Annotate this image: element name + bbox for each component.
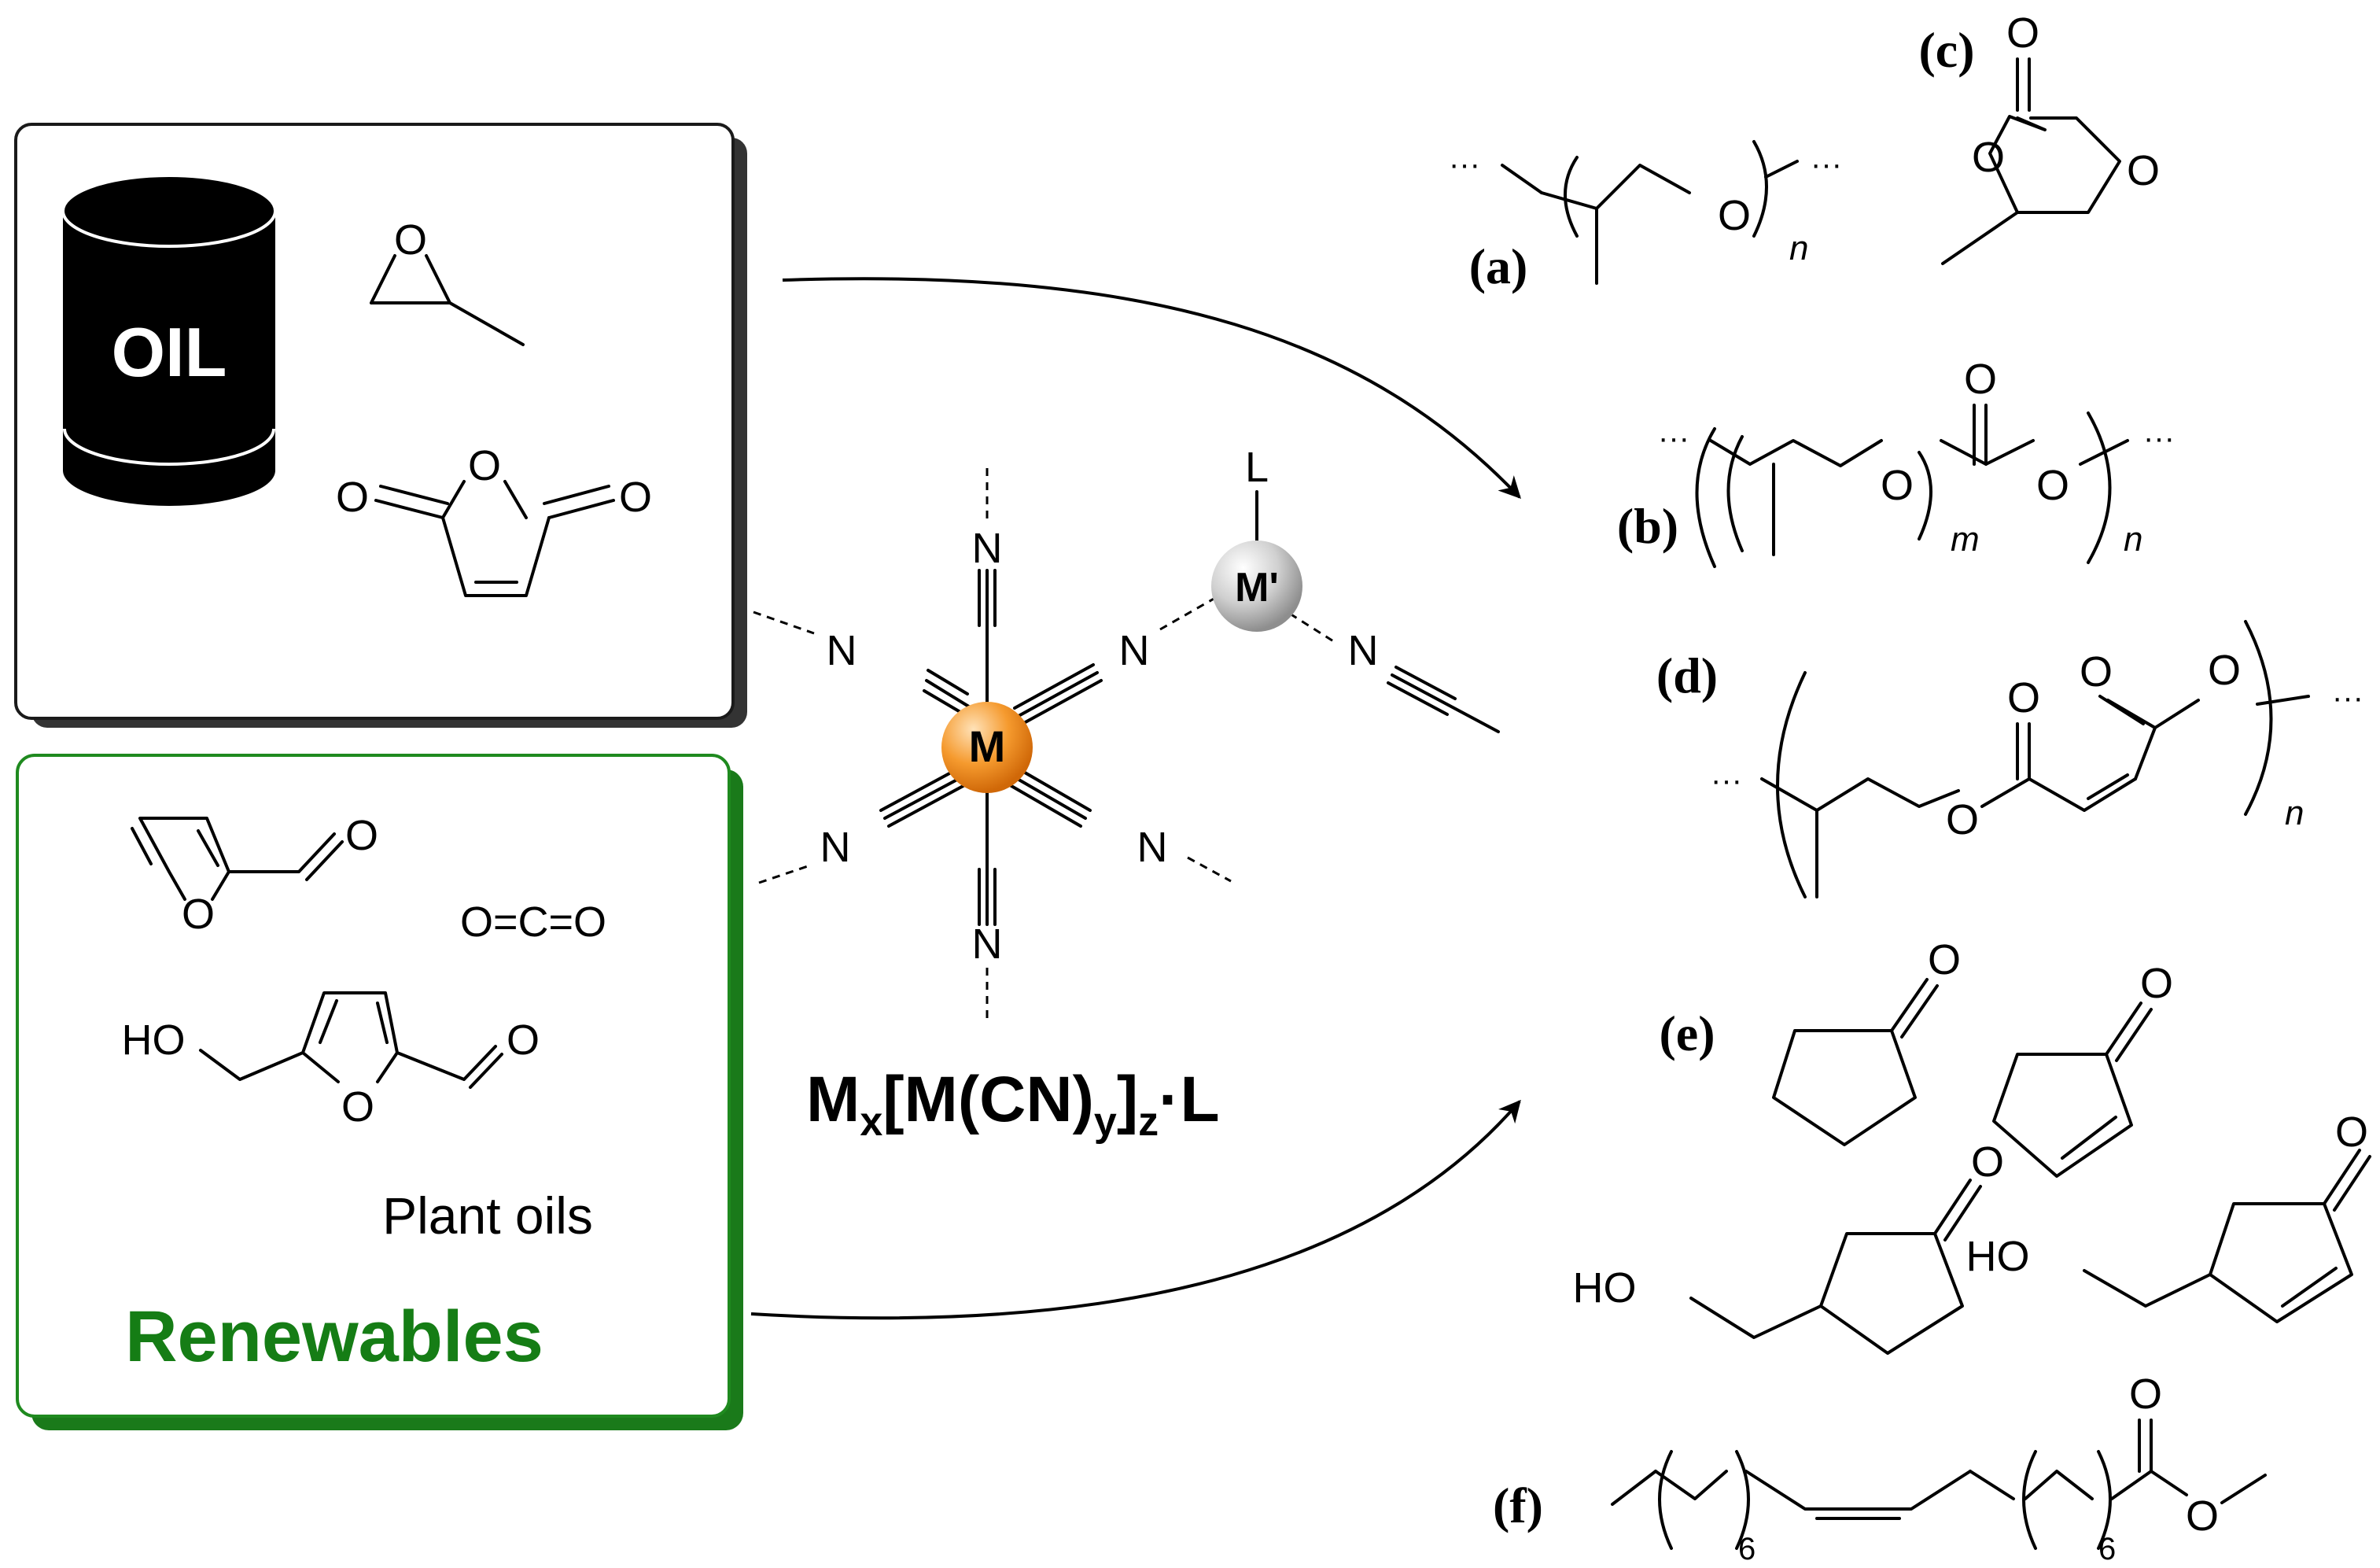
product-d-repeat-n: n — [2285, 794, 2304, 832]
renewables-to-products-arrow — [750, 1099, 1521, 1320]
formula-core: [M(CN) — [882, 1064, 1094, 1135]
maleic-anhydride-structure: O O O — [336, 442, 652, 597]
formula-sub-x: x — [860, 1099, 882, 1145]
product-d-ester-oxygen-2: O — [2208, 647, 2241, 694]
formula-sub-y: y — [1094, 1099, 1117, 1145]
product-f-subscript-6-right: 6 — [2098, 1532, 2116, 1566]
nitrogen-far-right: N — [1348, 627, 1379, 674]
center-metal-sphere — [941, 702, 1033, 793]
formula-ligand: ·L — [1159, 1064, 1219, 1135]
nitrogen-bottom: N — [972, 921, 1003, 968]
nitrogen-top: N — [972, 525, 1003, 572]
cyclopentenone: O — [1992, 960, 2173, 1178]
product-b-label: (b) — [1617, 498, 1678, 554]
fossil-to-products-arrow — [782, 277, 1521, 500]
hydroxymethyl-cyclopentanone: O HO — [1573, 1138, 2004, 1355]
product-c-ring-oxygen-left: O — [1972, 134, 2005, 181]
product-c-label: (c) — [1918, 22, 1974, 78]
cyclopentanone: O — [1772, 936, 1961, 1146]
ligand-L: L — [1245, 444, 1269, 491]
plant-oils-label: Plant oils — [382, 1186, 593, 1245]
anhydride-ring-oxygen: O — [468, 442, 501, 489]
product-b-dots-left: ··· — [1658, 421, 1689, 456]
dmc-catalyst-structure: N N N N N N L N M M' Mx[M(CN)y]z·L — [753, 444, 1500, 1145]
product-c-ring-oxygen-right: O — [2127, 147, 2160, 194]
product-e-label: (e) — [1659, 1005, 1715, 1061]
hm-cyclopentenone-hydroxyl: HO — [1966, 1233, 2030, 1280]
product-a-dots-right: ··· — [1811, 147, 1842, 182]
outer-metal-label: M' — [1235, 565, 1279, 611]
product-a-oxygen: O — [1718, 192, 1751, 239]
renewables-feedstock-box: O O O=C=O HO O O Plant oils Renewables — [16, 754, 743, 1430]
product-b-polyethercarbonate: (b) ··· O O O m ··· n — [1617, 356, 2175, 568]
product-a-polyether: (a) ··· O ··· n — [1449, 140, 1842, 294]
product-a-label: (a) — [1469, 238, 1528, 294]
renewables-box-frame — [16, 754, 731, 1418]
product-c-carbonyl-oxygen: O — [2006, 9, 2039, 57]
furfural-aldehyde-oxygen: O — [345, 812, 378, 859]
product-e-cyclopentanones: (e) O O O HO O HO — [1573, 936, 2371, 1355]
product-b-repeat-m: m — [1951, 520, 1980, 559]
oil-barrel-label: OIL — [112, 313, 227, 391]
hm-cyclopentenone-oxygen: O — [2335, 1109, 2368, 1156]
anhydride-carbonyl-oxygen-left: O — [336, 474, 369, 521]
product-d-label: (d) — [1656, 647, 1718, 703]
hmf-hydroxyl: HO — [122, 1016, 186, 1064]
hm-cyclopentanone-hydroxyl: HO — [1573, 1264, 1637, 1312]
hmf-aldehyde-oxygen: O — [507, 1016, 540, 1064]
carbon-dioxide-formula: O=C=O — [460, 898, 606, 946]
oil-barrel-icon: OIL — [61, 174, 277, 506]
propylene-oxide-structure: O — [370, 216, 525, 346]
product-f-ester-oxygen: O — [2186, 1492, 2219, 1540]
nitrogen-upper-left: N — [827, 627, 857, 674]
product-d-ester-oxygen-1: O — [1946, 796, 1979, 843]
product-d-dots-right: ··· — [2332, 681, 2363, 715]
product-d-carbonyl-oxygen-2: O — [2080, 648, 2113, 695]
product-f-label: (f) — [1493, 1478, 1543, 1533]
epoxide-oxygen: O — [394, 216, 427, 264]
product-d-dots-left: ··· — [1711, 763, 1742, 798]
product-f-carbonyl-oxygen: O — [2129, 1371, 2162, 1418]
product-b-ester-oxygen: O — [2036, 462, 2069, 509]
cyclopentanone-oxygen: O — [1928, 936, 1961, 983]
hm-cyclopentanone-oxygen: O — [1971, 1138, 2004, 1186]
cyclopentenone-oxygen: O — [2140, 960, 2173, 1007]
nitrogen-upper-right: N — [1119, 627, 1150, 674]
dmc-formula: Mx[M(CN)y]z·L — [806, 1064, 1220, 1145]
hmf-structure: HO O O — [122, 991, 540, 1131]
anhydride-carbonyl-oxygen-right: O — [619, 474, 652, 521]
fossil-feedstock-box: OIL O O O O — [14, 123, 747, 728]
formula-bracket: ] — [1117, 1064, 1138, 1135]
nitrogen-lower-right: N — [1137, 824, 1168, 871]
product-b-repeat-n: n — [2124, 520, 2142, 559]
product-b-carbonyl-oxygen: O — [1964, 356, 1997, 403]
product-b-dots-right: ··· — [2143, 421, 2175, 456]
furfural-structure: O O — [131, 812, 378, 938]
hydroxymethyl-cyclopentenone: O HO — [1966, 1109, 2371, 1323]
product-b-ether-oxygen: O — [1881, 462, 1914, 509]
product-a-repeat-n: n — [1789, 229, 1808, 267]
product-d-carbonyl-oxygen-1: O — [2007, 674, 2040, 721]
product-c-cyclic-carbonate: (c) O O O — [1918, 9, 2160, 265]
hmf-ring-oxygen: O — [341, 1083, 374, 1131]
nitrogen-lower-left: N — [820, 824, 851, 871]
product-d-polyester: (d) ··· O O O O ··· n — [1656, 620, 2363, 898]
center-metal-label: M — [969, 721, 1006, 771]
renewables-title: Renewables — [125, 1297, 543, 1377]
outer-metal-sphere — [1211, 540, 1302, 632]
product-a-dots-left: ··· — [1449, 147, 1480, 182]
furfural-ring-oxygen: O — [182, 891, 215, 938]
formula-sub-z: z — [1138, 1099, 1159, 1145]
product-f-subscript-6-left: 6 — [1738, 1532, 1756, 1566]
product-f-methyl-oleate: (f) 6 6 O O — [1493, 1371, 2267, 1566]
formula-metal: M — [806, 1064, 860, 1135]
